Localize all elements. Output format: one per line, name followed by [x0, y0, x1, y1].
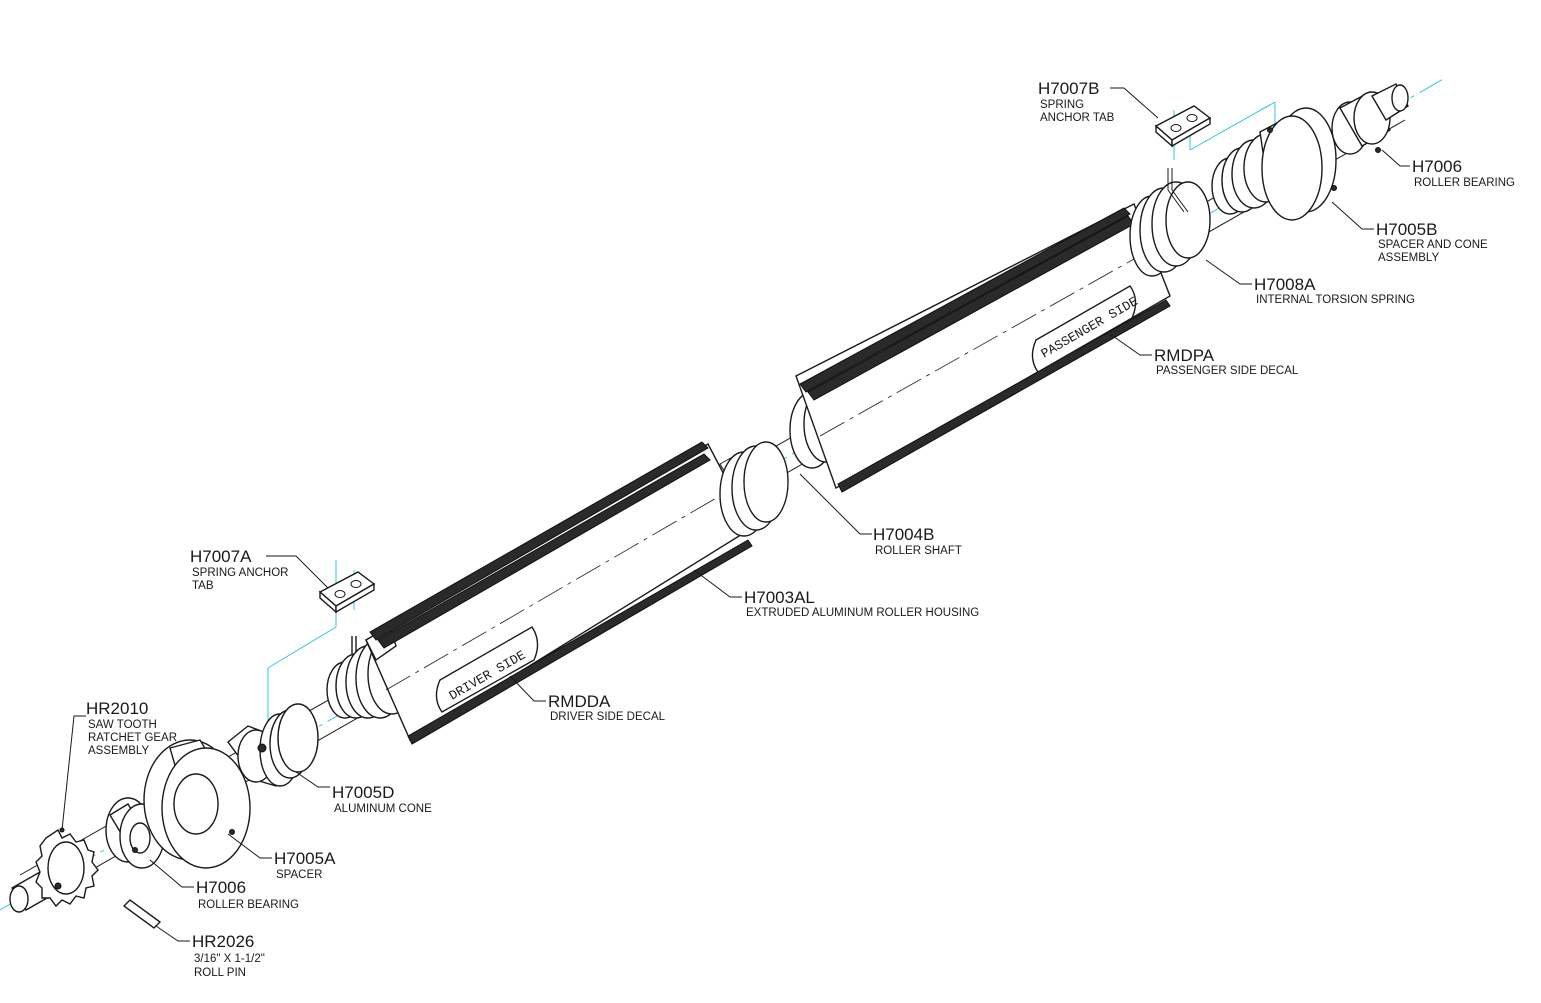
part-number: HR2026 — [192, 932, 254, 951]
part-description: SPACER AND CONE — [1378, 239, 1488, 251]
part-number: HR2010 — [86, 699, 148, 718]
part-description: ROLL PIN — [194, 967, 246, 979]
part-description: PASSENGER SIDE DECAL — [1156, 365, 1299, 377]
part-description: 3/16" X 1-1/2" — [194, 953, 265, 965]
spring-anchor-tab-b — [1154, 105, 1212, 213]
part-description: ROLLER BEARING — [198, 899, 299, 911]
part-description: INTERNAL TORSION SPRING — [1256, 294, 1415, 306]
part-number: H7006 — [1412, 157, 1462, 176]
right-spring-and-cone — [1211, 107, 1337, 221]
part-number: H7005A — [274, 849, 336, 868]
callout-rmdda: RMDDA DRIVER SIDE DECAL — [548, 692, 666, 723]
part-description: ASSEMBLY — [1378, 252, 1439, 264]
callout-h7005a: H7005A SPACER — [274, 849, 336, 881]
passenger-side-housing — [795, 181, 1211, 493]
part-description: EXTRUDED ALUMINUM ROLLER HOUSING — [746, 607, 979, 619]
part-number: H7006 — [196, 878, 246, 897]
part-number: H7007B — [1038, 79, 1099, 98]
callout-h7008a: H7008A INTERNAL TORSION SPRING — [1254, 275, 1415, 306]
part-number: H7007A — [190, 547, 252, 566]
part-description: SAW TOOTH — [88, 719, 157, 731]
roll-pin — [122, 899, 162, 929]
callout-hr2010: HR2010 SAW TOOTH RATCHET GEAR ASSEMBLY — [86, 699, 177, 757]
callout-h7007b: H7007B SPRING ANCHOR TAB — [1038, 79, 1115, 124]
part-number: H7005D — [332, 783, 394, 802]
callout-h7006-bottom: H7006 ROLLER BEARING — [196, 878, 299, 911]
aluminum-cone — [227, 703, 319, 787]
callout-h7005d: H7005D ALUMINUM CONE — [332, 783, 432, 815]
callout-rmdpa: RMDPA PASSENGER SIDE DECAL — [1154, 346, 1299, 377]
callout-h7003al: H7003AL EXTRUDED ALUMINUM ROLLER HOUSING — [744, 588, 979, 619]
leader-lines — [59, 87, 1410, 942]
saw-tooth-ratchet-gear — [35, 828, 99, 908]
part-description: SPRING — [1040, 99, 1084, 111]
part-description: SPACER — [276, 869, 322, 881]
callout-h7005b: H7005B SPACER AND CONE ASSEMBLY — [1376, 220, 1488, 264]
roller-bearing-right — [1331, 83, 1409, 155]
part-description: RATCHET GEAR — [88, 732, 177, 744]
callout-h7004b: H7004B ROLLER SHAFT — [873, 525, 962, 557]
part-number: H7005B — [1376, 220, 1437, 239]
part-number: H7004B — [873, 525, 934, 544]
part-description: ROLLER BEARING — [1414, 177, 1515, 189]
part-number: RMDDA — [548, 692, 611, 711]
callout-h7007a: H7007A SPRING ANCHOR TAB — [190, 547, 289, 592]
part-description: SPRING ANCHOR — [192, 567, 289, 579]
part-description: DRIVER SIDE DECAL — [550, 711, 666, 723]
part-description: ROLLER SHAFT — [875, 545, 962, 557]
part-description: TAB — [192, 580, 214, 592]
part-number: H7008A — [1254, 275, 1316, 294]
spring-anchor-tab-a — [318, 571, 376, 614]
part-description: ASSEMBLY — [88, 745, 149, 757]
part-number: RMDPA — [1154, 346, 1215, 365]
spacer-ring — [143, 739, 251, 869]
driver-side-housing — [365, 441, 789, 745]
part-description: ALUMINUM CONE — [334, 803, 432, 815]
callout-hr2026: HR2026 3/16" X 1-1/2" ROLL PIN — [192, 932, 265, 979]
part-number: H7003AL — [744, 588, 815, 607]
part-description: ANCHOR TAB — [1040, 112, 1115, 124]
callout-h7006-top: H7006 ROLLER BEARING — [1412, 157, 1515, 189]
